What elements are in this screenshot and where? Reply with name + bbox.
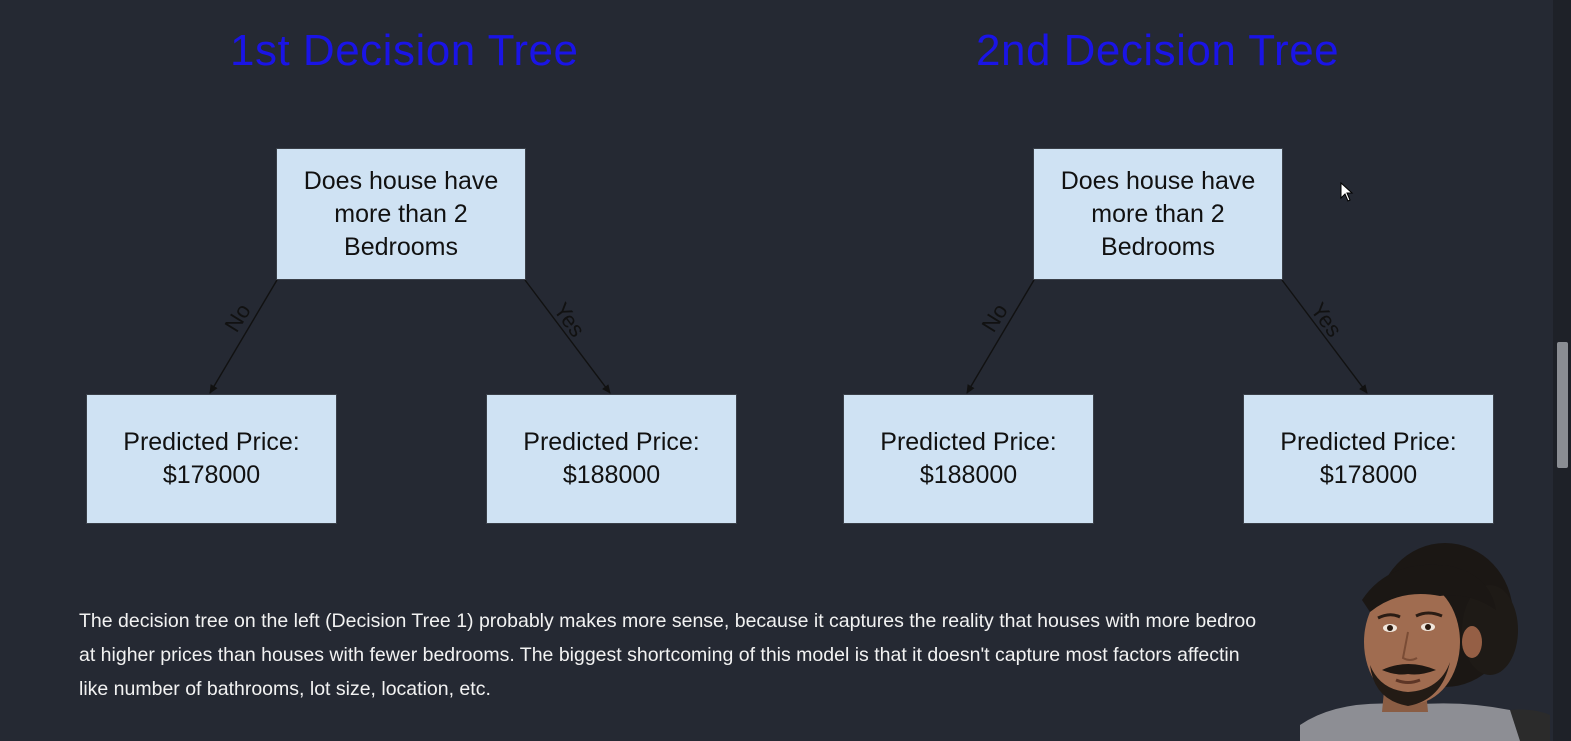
tree2-right-leaf: Predicted Price: $178000 (1243, 394, 1494, 524)
tree2-right-leaf-line2: $178000 (1319, 461, 1418, 489)
tree2-root-node: Does house have more than 2 Bedrooms (1033, 148, 1283, 280)
tree1-right-leaf-line1: Predicted Price: (523, 428, 700, 456)
tree1-left-leaf-line1: Predicted Price: (123, 428, 300, 456)
tree2-root-line2: more than 2 (1091, 199, 1225, 228)
tree2-title: 2nd Decision Tree (976, 26, 1340, 75)
presenter-webcam (1300, 530, 1550, 741)
tree2-right-leaf-line1: Predicted Price: (1280, 428, 1457, 456)
tree1-title: 1st Decision Tree (230, 26, 579, 75)
tree1-edge-no (209, 279, 278, 394)
tree1-root-line2: more than 2 (334, 199, 468, 228)
next-paragraph-cutoff (79, 730, 1359, 741)
tree2-edge-yes (1281, 279, 1368, 394)
scrollbar-thumb[interactable] (1557, 342, 1568, 468)
tree2-left-leaf-line2: $188000 (919, 461, 1018, 489)
tree1-root-node: Does house have more than 2 Bedrooms (276, 148, 526, 280)
tree2-edge-no (966, 279, 1035, 394)
paragraph-line-3: like number of bathrooms, lot size, loca… (79, 678, 491, 700)
tree1-root-line1: Does house have (303, 166, 499, 195)
tree1-right-leaf-line2: $188000 (562, 461, 661, 489)
tree1-left-leaf-line2: $178000 (162, 461, 261, 489)
tree2-root-line1: Does house have (1060, 166, 1256, 195)
paragraph-line-2: at higher prices than houses with fewer … (79, 644, 1240, 666)
tree1-right-leaf: Predicted Price: $188000 (486, 394, 737, 524)
paragraph-line-1: The decision tree on the left (Decision … (79, 610, 1257, 632)
tree2-root-line3: Bedrooms (1101, 232, 1215, 261)
tree1-edge-yes (524, 279, 611, 394)
page-scrollbar[interactable] (1553, 0, 1571, 741)
tree1-root-line3: Bedrooms (344, 232, 458, 261)
tree2-left-leaf: Predicted Price: $188000 (843, 394, 1094, 524)
tree1-left-leaf: Predicted Price: $178000 (86, 394, 337, 524)
mouse-pointer-icon (1340, 182, 1354, 202)
tree2-left-leaf-line1: Predicted Price: (880, 428, 1057, 456)
presenter-avatar-icon (1300, 543, 1550, 741)
explanation-paragraph: The decision tree on the left (Decision … (79, 604, 1369, 706)
